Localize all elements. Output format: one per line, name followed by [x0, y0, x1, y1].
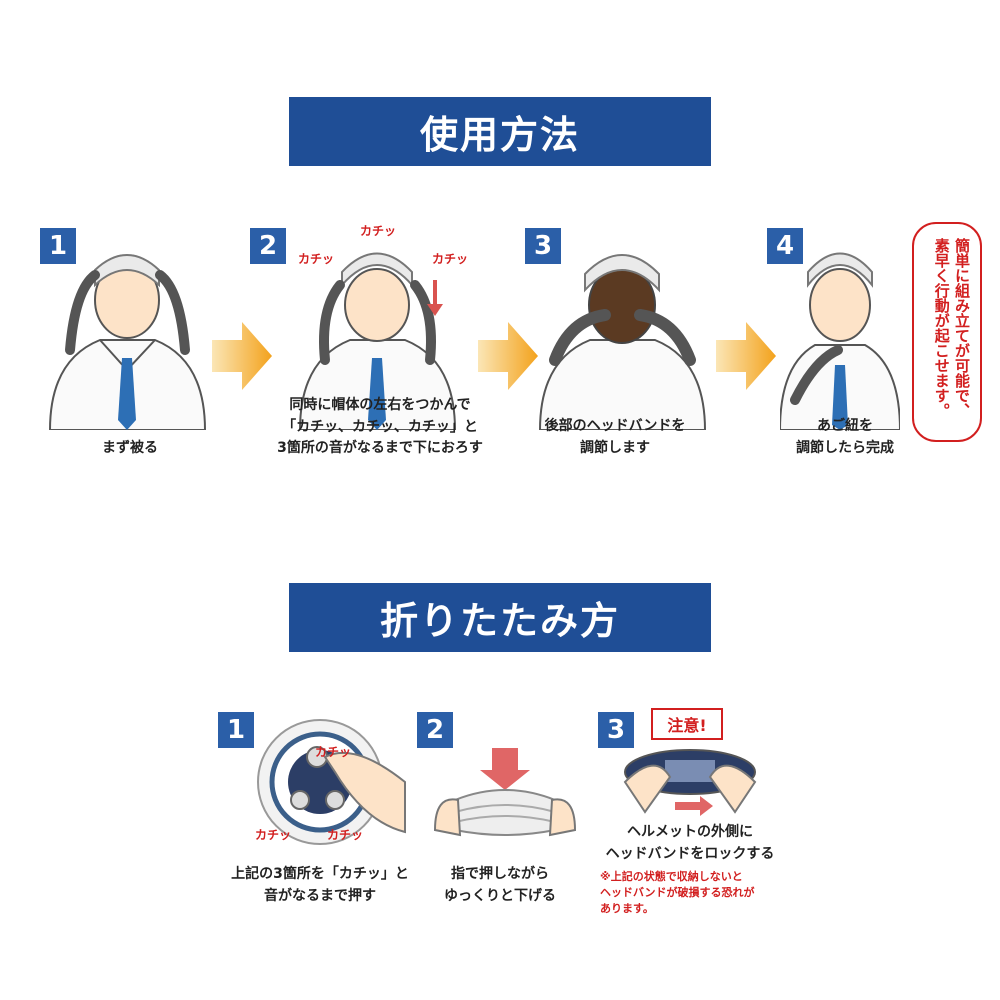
usage-step-3-badge: 3: [525, 228, 561, 264]
headband-lock-illustration: [623, 749, 757, 816]
folding-step-3-caption: ヘルメットの外側に ヘッドバンドをロックする: [605, 824, 775, 862]
usage-step-1-caption: まず被る: [102, 440, 158, 456]
folding-step-3-note: ※上記の状態で収納しないと ヘッドバンドが破損する恐れが あります。: [600, 870, 755, 915]
usage-title-banner: 使用方法: [289, 97, 711, 166]
step-arrow-icon: [212, 322, 272, 390]
feature-bubble-text: 簡単に組み立てが可能で、素早く行動が起こせます。: [932, 238, 971, 418]
usage-step-3-caption: 後部のヘッドバンドを 調節します: [544, 418, 686, 456]
fold-click-sound-label-top: カチッ: [315, 745, 352, 759]
click-sound-label-right: カチッ: [432, 252, 469, 266]
usage-step-2-caption: 同時に帽体の左右をつかんで 「カチッ、カチッ、カチッ」と 3箇所の音がなるまで下…: [277, 397, 483, 457]
helmet-push-down-illustration: [433, 748, 577, 837]
click-sound-label-left: カチッ: [298, 252, 335, 266]
usage-step-1-badge: 1: [40, 228, 76, 264]
person-putting-on-helmet-illustration: [48, 254, 207, 430]
warning-badge: 注意!: [651, 708, 723, 740]
step-arrow-icon: [478, 322, 538, 390]
folding-step-2-badge: 2: [417, 712, 453, 748]
fold-click-sound-label-left: カチッ: [255, 828, 292, 842]
person-pressing-helmet-illustration: [298, 252, 457, 430]
click-sound-label-top: カチッ: [360, 224, 397, 238]
helmet-top-press-illustration: [257, 719, 406, 845]
usage-step-2-badge: 2: [250, 228, 286, 264]
folding-step-1-caption: 上記の3箇所を「カチッ」と 音がなるまで押す: [231, 866, 409, 904]
folding-step-2-caption: 指で押しながら ゆっくりと下げる: [444, 866, 556, 904]
folding-step-1-badge: 1: [218, 712, 254, 748]
usage-step-4-badge: 4: [767, 228, 803, 264]
feature-speech-bubble: 簡単に組み立てが可能で、素早く行動が起こせます。: [912, 222, 982, 442]
folding-step-3-badge: 3: [598, 712, 634, 748]
folding-title: 折りたたみ方: [379, 599, 620, 643]
person-chin-strap-illustration: [780, 252, 900, 430]
step-arrow-icon: [716, 322, 776, 390]
person-back-view-illustration: [538, 254, 707, 430]
usage-title: 使用方法: [419, 113, 580, 157]
folding-title-banner: 折りたたみ方: [289, 583, 711, 652]
usage-step-4-caption: あご紐を 調節したら完成: [796, 418, 894, 456]
fold-click-sound-label-right: カチッ: [327, 828, 364, 842]
